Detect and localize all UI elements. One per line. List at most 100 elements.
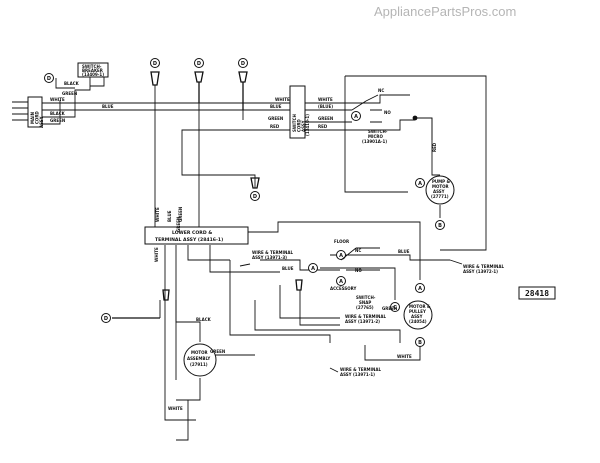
svg-text:PULLEY: PULLEY [409, 309, 426, 314]
svg-text:A: A [339, 279, 343, 285]
switch-snap: FLOOR NC NO ACCESSORY SWITCH- SNAP (2776… [330, 239, 380, 310]
junction-dot [412, 115, 418, 121]
svg-text:ASSY: ASSY [301, 120, 306, 132]
svg-text:C: C [393, 305, 397, 311]
svg-text:ACCESSORY: ACCESSORY [330, 286, 357, 291]
connector-d-top-left: D [44, 73, 54, 83]
watermark: AppliancePartsPros.com [374, 4, 516, 19]
svg-text:MOTOR &: MOTOR & [409, 304, 431, 309]
svg-text:BLACK: BLACK [64, 81, 80, 86]
svg-text:MOTOR: MOTOR [191, 350, 208, 355]
svg-text:BLUE: BLUE [270, 104, 282, 109]
svg-text:RED: RED [432, 142, 437, 152]
connector-a-accessory: A [336, 276, 346, 286]
svg-text:A: A [339, 253, 343, 259]
svg-text:(BLUE): (BLUE) [318, 104, 333, 109]
svg-text:MAIN: MAIN [30, 112, 35, 124]
motor-assembly: MOTOR ASSEMBLY (27911) [183, 343, 217, 377]
svg-text:PUMP &: PUMP & [432, 179, 450, 184]
plug-symbols [150, 71, 303, 301]
svg-text:(27765): (27765) [356, 305, 374, 310]
svg-text:ASSY: ASSY [39, 116, 44, 128]
connector-a-pulley: A [415, 283, 425, 293]
svg-text:SWITCH-: SWITCH- [356, 295, 376, 300]
svg-text:CORD: CORD [35, 111, 40, 124]
switch-breaker: SWITCH- BREAKER (13409-1) [77, 62, 109, 78]
svg-text:D: D [153, 61, 157, 67]
svg-text:BLACK: BLACK [50, 111, 66, 116]
connector-d-top-2: D [194, 58, 204, 68]
svg-text:NC: NC [355, 248, 361, 253]
svg-text:BLUE: BLUE [398, 249, 410, 254]
svg-text:GREEN: GREEN [176, 217, 181, 232]
svg-text:GREEN: GREEN [318, 116, 333, 121]
svg-text:GREEN: GREEN [62, 91, 77, 96]
wire-terminal-2-label: WIRE & TERMINAL [463, 264, 504, 269]
svg-text:ASSY (13971-3): ASSY (13971-3) [252, 255, 287, 260]
svg-text:NO: NO [355, 268, 362, 273]
svg-text:A: A [311, 266, 315, 272]
connector-a-blue: A [308, 263, 318, 273]
svg-text:(24054): (24054) [409, 319, 427, 324]
svg-text:TERMINAL ASSY (28416-1): TERMINAL ASSY (28416-1) [155, 237, 223, 243]
svg-text:ASSY (13971-2): ASSY (13971-2) [345, 319, 380, 324]
pump-motor-assy: PUMP & MOTOR ASSY (27771) [425, 175, 455, 205]
svg-text:GREEN: GREEN [178, 207, 183, 222]
wire-terminal-1-label: WIRE & TERMINAL [252, 250, 293, 255]
svg-text:A: A [354, 114, 358, 120]
svg-text:ASSY (13971-1): ASSY (13971-1) [340, 372, 375, 377]
svg-text:FLOOR: FLOOR [334, 239, 349, 244]
connector-a-floor: A [336, 250, 346, 260]
svg-text:GREEN: GREEN [382, 306, 397, 311]
svg-text:B: B [418, 340, 422, 346]
svg-text:GREEN: GREEN [50, 118, 65, 123]
switch-cord-assy: SWITCH CORD ASSY (13410-1) [289, 85, 310, 139]
svg-text:BLUE: BLUE [102, 104, 114, 109]
svg-text:CORD: CORD [297, 119, 302, 132]
connector-b-pulley: B [415, 337, 425, 347]
connector-d-mid: D [250, 191, 260, 201]
svg-text:MOTOR: MOTOR [432, 184, 449, 189]
svg-text:RED: RED [270, 124, 280, 129]
svg-text:A: A [418, 181, 422, 187]
svg-text:RED: RED [318, 124, 328, 129]
svg-text:(27911): (27911) [190, 362, 208, 367]
svg-text:BREAKER: BREAKER [82, 68, 103, 73]
svg-text:WHITE: WHITE [318, 97, 333, 102]
svg-text:D: D [47, 76, 51, 82]
svg-text:D: D [197, 61, 201, 67]
svg-text:ASSEMBLY: ASSEMBLY [187, 356, 210, 361]
wire-terminal-3-label: WIRE & TERMINAL [345, 314, 386, 319]
connector-d-top-1: D [150, 58, 160, 68]
svg-text:(13409-1): (13409-1) [82, 72, 104, 77]
svg-text:(13410-1): (13410-1) [305, 114, 310, 136]
svg-text:WHITE: WHITE [275, 97, 290, 102]
svg-text:BLUE: BLUE [282, 266, 294, 271]
motor-pulley-assy: MOTOR & PULLEY ASSY (24054) [403, 300, 433, 330]
svg-text:D: D [104, 316, 108, 322]
svg-text:ASSY: ASSY [411, 314, 423, 319]
svg-text:GREEN: GREEN [210, 349, 225, 354]
svg-text:SNAP: SNAP [359, 300, 371, 305]
svg-text:A: A [418, 286, 422, 292]
wire-labels: BLACK GREEN WHITE BLUE BLACK GREEN WHITE… [50, 81, 437, 411]
svg-text:MICRO: MICRO [368, 134, 383, 139]
svg-text:WHITE: WHITE [154, 247, 159, 262]
svg-text:B: B [438, 223, 442, 229]
lower-cord-assy: LOWER CORD & TERMINAL ASSY (28416-1) [144, 226, 249, 245]
connector-c-snap: C [390, 302, 400, 312]
connector-d-top-3: D [238, 58, 248, 68]
svg-text:D: D [241, 61, 245, 67]
connector-d-left: D [101, 313, 111, 323]
svg-text:BLUE: BLUE [167, 210, 172, 222]
wire-terminal-4-label: WIRE & TERMINAL [340, 367, 381, 372]
connector-a-switch: A [351, 111, 361, 121]
svg-text:SWITCH-: SWITCH- [368, 129, 388, 134]
svg-text:SWITCH: SWITCH [292, 114, 297, 132]
svg-text:(27771): (27771) [431, 194, 449, 199]
svg-text:BLACK: BLACK [196, 317, 212, 322]
svg-text:(13901A-1): (13901A-1) [362, 139, 387, 144]
connector-b-pump: B [435, 220, 445, 230]
svg-text:D: D [253, 194, 257, 200]
svg-text:ASSY: ASSY [433, 189, 445, 194]
